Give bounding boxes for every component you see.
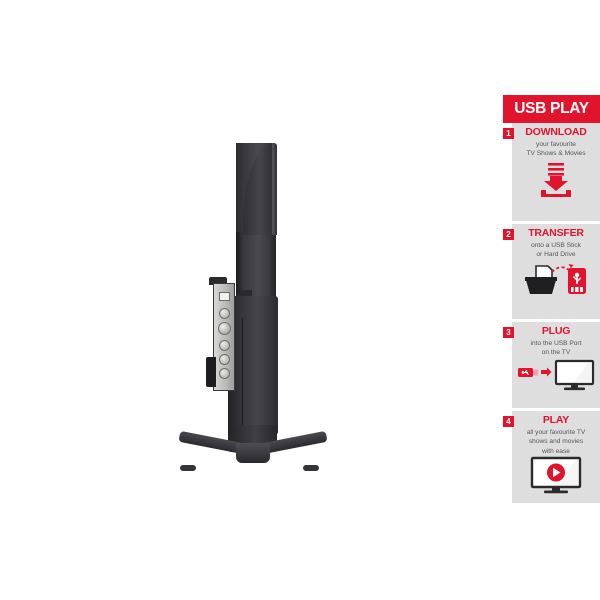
step-number-badge: 1 — [503, 128, 514, 139]
usb-play-title: USB PLAY — [514, 100, 589, 118]
control-button-1 — [219, 308, 230, 319]
step-description: onto a USB Stick or Hard Drive — [512, 240, 600, 260]
folder-to-usb-icon — [512, 260, 600, 298]
step-transfer: 2 TRANSFER onto a USB Stick or Hard Driv… — [503, 224, 600, 319]
step-description: your favourite TV Shows & Movies — [512, 139, 600, 159]
tv-side-connector-panel — [213, 283, 235, 391]
step-desc-line-3: with ease — [542, 447, 570, 455]
step-desc-line-2: shows and movies — [528, 438, 584, 446]
step-description: all your favourite TV shows and movies w… — [512, 427, 600, 457]
step-desc-line-1: all your favourite TV — [526, 428, 586, 436]
step-title: PLAY — [542, 414, 570, 426]
step-title: TRANSFER — [528, 227, 584, 239]
tv-lower-housing — [228, 296, 278, 434]
usb-to-tv-icon — [512, 358, 600, 392]
step-title: PLUG — [541, 325, 571, 337]
step-desc-line-2: or Hard Drive — [536, 251, 576, 259]
control-button-5 — [219, 368, 230, 379]
control-button-4 — [219, 354, 230, 365]
step-plug: 3 PLUG into the USB Port on the TV — [503, 322, 600, 408]
step-title: DOWNLOAD — [525, 126, 587, 138]
step-desc-line-1: into the USB Port — [530, 339, 582, 347]
tv-stand-foot-left — [180, 465, 196, 471]
control-button-2 — [218, 322, 231, 335]
usb-port — [219, 292, 230, 301]
step-desc-line-1: your favourite — [536, 140, 576, 148]
step-number-badge: 2 — [503, 229, 514, 240]
usb-play-infographic: USB PLAY 1 DOWNLOAD your favourite TV Sh… — [503, 95, 600, 503]
step-number-badge: 4 — [503, 416, 514, 427]
download-arrow-icon — [512, 159, 600, 201]
step-download: 1 DOWNLOAD your favourite TV Shows & Mov… — [503, 123, 600, 221]
usb-play-steps: 1 DOWNLOAD your favourite TV Shows & Mov… — [503, 123, 600, 503]
tv-stand-center-column — [236, 443, 270, 463]
step-description: into the USB Port on the TV — [512, 338, 600, 358]
control-button-3 — [219, 340, 230, 351]
tv-stand-foot-right — [303, 465, 319, 471]
tv-side-panel-tab — [209, 277, 227, 285]
usb-play-header: USB PLAY — [503, 95, 600, 123]
product-image-television — [178, 143, 328, 471]
tv-side-notch — [206, 357, 216, 387]
step-play: 4 PLAY all your favourite TV shows and m… — [503, 411, 600, 503]
step-number-badge: 3 — [503, 327, 514, 338]
step-desc-line-1: onto a USB Stick — [531, 241, 581, 249]
step-desc-line-2: TV Shows & Movies — [526, 150, 586, 158]
step-desc-line-2: on the TV — [541, 349, 571, 357]
tv-play-button-icon — [512, 456, 600, 496]
